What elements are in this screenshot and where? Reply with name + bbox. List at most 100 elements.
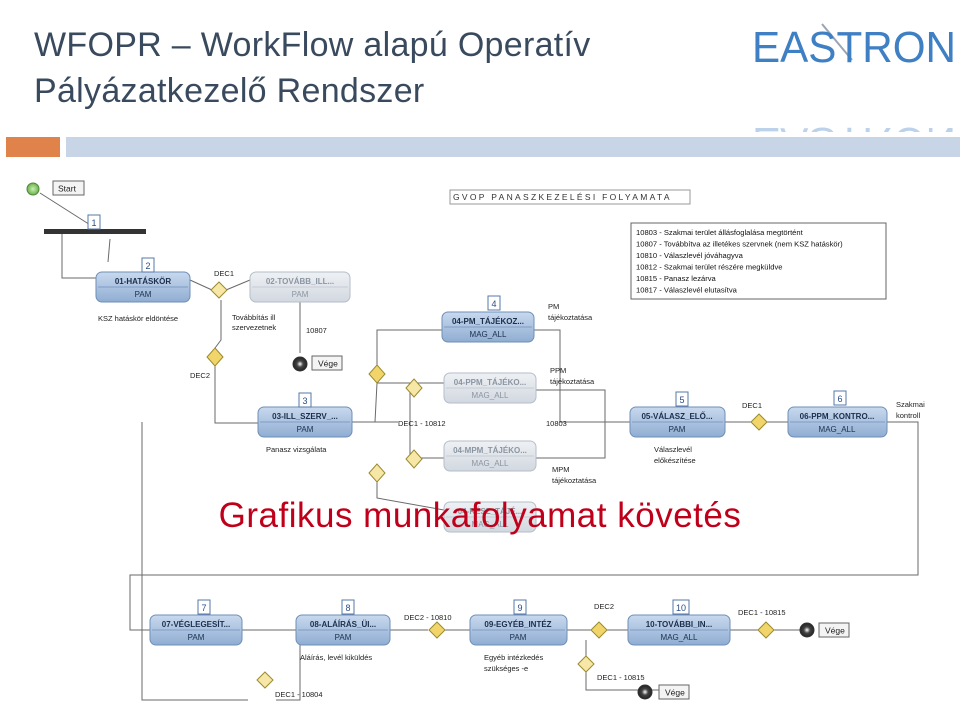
svg-text:DEC1 - 10815: DEC1 - 10815 xyxy=(738,608,786,617)
task-node-09[interactable]: 09-EGYÉB_INTÉZ PAM xyxy=(469,614,568,646)
eastron-logo: EASTRON EASTRON xyxy=(752,23,956,132)
node-note-01: KSZ hatáskör eldöntése xyxy=(98,314,178,323)
start-label-box xyxy=(52,180,85,196)
num-badge-6: 6 xyxy=(833,390,847,406)
svg-text:4: 4 xyxy=(491,299,496,309)
svg-text:MAG_ALL: MAG_ALL xyxy=(472,391,509,400)
legend-row: 10810 - Válaszlevél jóváhagyva xyxy=(636,251,744,260)
task-node-02[interactable]: 02-TOVÁBB_ILL... PAM xyxy=(249,271,351,303)
svg-text:04-PM_TÁJÉKOZ...: 04-PM_TÁJÉKOZ... xyxy=(452,317,524,326)
node-note-05b: előkészítése xyxy=(654,456,696,465)
svg-text:DEC1 - 10812: DEC1 - 10812 xyxy=(398,419,446,428)
svg-text:06-PPM_KONTRO...: 06-PPM_KONTRO... xyxy=(800,412,875,421)
svg-text:Vége: Vége xyxy=(825,626,845,636)
svg-text:DEC1 - 10815: DEC1 - 10815 xyxy=(597,673,645,682)
svg-text:10807: 10807 xyxy=(306,326,327,335)
svg-text:PAM: PAM xyxy=(297,425,314,434)
svg-text:DEC2 - 10810: DEC2 - 10810 xyxy=(404,613,452,622)
svg-text:7: 7 xyxy=(201,603,206,613)
svg-text:PAM: PAM xyxy=(135,290,152,299)
legend-row: 10803 - Szakmai terület állásfoglalása m… xyxy=(636,228,804,237)
task-node-08[interactable]: 08-ALÁÍRÁS_ÜI... PAM xyxy=(295,614,391,646)
num-badge-9: 9 xyxy=(513,599,527,615)
svg-text:DEC1: DEC1 xyxy=(742,401,762,410)
svg-text:MAG_ALL: MAG_ALL xyxy=(470,330,507,339)
svg-text:6: 6 xyxy=(837,394,842,404)
svg-text:9: 9 xyxy=(517,603,522,613)
accent-bar-blue xyxy=(66,137,960,157)
svg-text:02-TOVÁBB_ILL...: 02-TOVÁBB_ILL... xyxy=(266,277,334,286)
logo-accent-line xyxy=(821,23,853,61)
end-node-1[interactable]: Vége xyxy=(292,355,343,372)
svg-text:2: 2 xyxy=(145,261,150,271)
svg-text:04-RÉSZ_TÁJÉ...: 04-RÉSZ_TÁJÉ... xyxy=(458,507,522,516)
node-note-03: Panasz vizsgálata xyxy=(266,445,327,454)
svg-text:08-ALÁÍRÁS_ÜI...: 08-ALÁÍRÁS_ÜI... xyxy=(310,620,376,629)
svg-text:03-ILL_SZERV_...: 03-ILL_SZERV_... xyxy=(272,412,338,421)
fork-bar xyxy=(44,229,146,234)
svg-text:szervezetnek: szervezetnek xyxy=(232,323,276,332)
task-node-01[interactable]: 01-HATÁSKÖR PAM xyxy=(95,271,191,303)
svg-text:DEC1: DEC1 xyxy=(214,269,234,278)
task-node-04-ppm[interactable]: 04-PPM_TÁJÉKO... MAG_ALL xyxy=(443,372,537,404)
svg-text:10-TOVÁBBI_IN...: 10-TOVÁBBI_IN... xyxy=(646,620,713,629)
start-label: Start xyxy=(58,184,77,194)
task-node-03[interactable]: 03-ILL_SZERV_... PAM xyxy=(257,406,353,438)
start-node[interactable]: Start xyxy=(26,180,85,196)
task-node-07[interactable]: 07-VÉGLEGESÍT... PAM xyxy=(149,614,243,646)
num-badge-7: 7 xyxy=(197,599,211,615)
logo-reflection: EASTRON xyxy=(752,118,956,132)
overlay-caption-text: Grafikus munkafolyamat követés xyxy=(218,496,742,535)
svg-text:07-VÉGLEGESÍT...: 07-VÉGLEGESÍT... xyxy=(162,620,230,629)
status-legend: 10803 - Szakmai terület állásfoglalása m… xyxy=(630,222,887,300)
workflow-heading-box xyxy=(449,189,691,205)
end-node-2[interactable]: Vége xyxy=(799,622,850,638)
svg-text:1: 1 xyxy=(91,218,96,228)
title-line-2: Pályázatkezelő Rendszer xyxy=(34,72,425,110)
svg-text:DEC2: DEC2 xyxy=(190,371,210,380)
svg-text:tájékoztatása: tájékoztatása xyxy=(550,377,595,386)
node-note-09a: Egyéb intézkedés xyxy=(484,653,543,662)
start-circle-icon xyxy=(26,182,40,196)
num-badge-1: 1 xyxy=(87,214,101,230)
task-node-04-resz[interactable]: 04-RÉSZ_TÁJÉ... MAG_ALL xyxy=(443,501,537,533)
accent-bar-orange xyxy=(6,137,60,157)
logo-text: EASTRON xyxy=(752,23,956,72)
num-badge-10: 10 xyxy=(672,599,690,615)
decision-diamonds xyxy=(206,281,775,689)
svg-text:MPM: MPM xyxy=(552,465,570,474)
task-node-10[interactable]: 10-TOVÁBBI_IN... MAG_ALL xyxy=(627,614,731,646)
svg-text:01-HATÁSKÖR: 01-HATÁSKÖR xyxy=(115,277,172,286)
svg-text:04-MPM_TÁJÉKO...: 04-MPM_TÁJÉKO... xyxy=(453,446,527,455)
svg-text:tájékoztatása: tájékoztatása xyxy=(552,476,597,485)
legend-row: 10815 - Panasz lezárva xyxy=(636,274,717,283)
svg-text:8: 8 xyxy=(345,603,350,613)
task-node-04-mpm[interactable]: 04-MPM_TÁJÉKO... MAG_ALL xyxy=(443,440,537,472)
svg-text:MAG_ALL: MAG_ALL xyxy=(472,459,509,468)
svg-text:Vége: Vége xyxy=(665,688,685,698)
svg-text:5: 5 xyxy=(679,395,684,405)
svg-text:PAM: PAM xyxy=(188,633,205,642)
task-node-04[interactable]: 04-PM_TÁJÉKOZ... MAG_ALL xyxy=(441,311,535,343)
num-badge-5: 5 xyxy=(675,391,689,407)
svg-text:Vége: Vége xyxy=(318,359,338,369)
svg-text:04-PPM_TÁJÉKO...: 04-PPM_TÁJÉKO... xyxy=(454,378,526,387)
end-circle-icon xyxy=(637,684,653,700)
svg-text:PM: PM xyxy=(548,302,559,311)
num-badge-4: 4 xyxy=(487,295,501,311)
svg-text:PAM: PAM xyxy=(669,425,686,434)
end-node-3[interactable]: Vége xyxy=(637,684,690,700)
svg-text:10: 10 xyxy=(676,603,686,613)
svg-text:DEC1 - 10804: DEC1 - 10804 xyxy=(275,690,323,699)
overlay-caption: Grafikus munkafolyamat követés xyxy=(0,496,960,536)
workflow-heading: GVOP PANASZKEZELÉSI FOLYAMATA xyxy=(453,192,672,202)
node-note-08: Aláírás, levél kiküldés xyxy=(300,653,372,662)
svg-text:3: 3 xyxy=(302,396,307,406)
svg-text:09-EGYÉB_INTÉZ: 09-EGYÉB_INTÉZ xyxy=(484,620,551,629)
task-node-06[interactable]: 06-PPM_KONTRO... MAG_ALL xyxy=(787,406,888,438)
num-badge-8: 8 xyxy=(341,599,355,615)
svg-text:PAM: PAM xyxy=(335,633,352,642)
svg-text:DEC2: DEC2 xyxy=(594,602,614,611)
task-node-05[interactable]: 05-VÁLASZ_ELŐ... PAM xyxy=(629,406,726,438)
svg-text:kontroll: kontroll xyxy=(896,411,921,420)
